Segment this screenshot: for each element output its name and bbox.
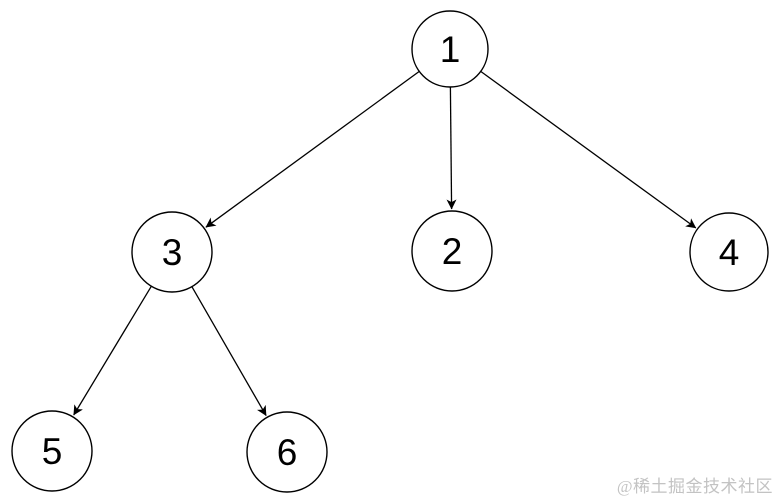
node-label-5: 5 bbox=[42, 431, 63, 472]
node-circle-2 bbox=[411, 210, 493, 292]
tree-node-1: 1 bbox=[411, 10, 489, 88]
node-label-6: 6 bbox=[277, 432, 298, 473]
node-circle-5 bbox=[11, 410, 93, 492]
tree-edge-3-6 bbox=[191, 286, 267, 417]
tree-edge-1-4 bbox=[480, 70, 697, 229]
tree-edge-1-2 bbox=[446, 86, 457, 210]
node-label-1: 1 bbox=[440, 29, 461, 70]
tree-node-5: 5 bbox=[11, 410, 93, 492]
tree-node-3: 3 bbox=[131, 211, 213, 293]
tree-edge-3-5 bbox=[73, 285, 152, 416]
node-label-4: 4 bbox=[719, 232, 740, 273]
watermark-text: @稀土掘金技术社区 bbox=[616, 477, 773, 496]
tree-node-2: 2 bbox=[411, 210, 493, 292]
node-label-2: 2 bbox=[442, 231, 463, 272]
tree-edge-1-3 bbox=[205, 70, 420, 228]
tree-node-4: 4 bbox=[689, 212, 769, 292]
node-circle-1 bbox=[411, 10, 489, 88]
tree-node-6: 6 bbox=[246, 411, 328, 493]
node-circle-3 bbox=[131, 211, 213, 293]
node-circle-6 bbox=[246, 411, 328, 493]
node-label-3: 3 bbox=[162, 232, 183, 273]
node-circle-4 bbox=[689, 212, 769, 292]
